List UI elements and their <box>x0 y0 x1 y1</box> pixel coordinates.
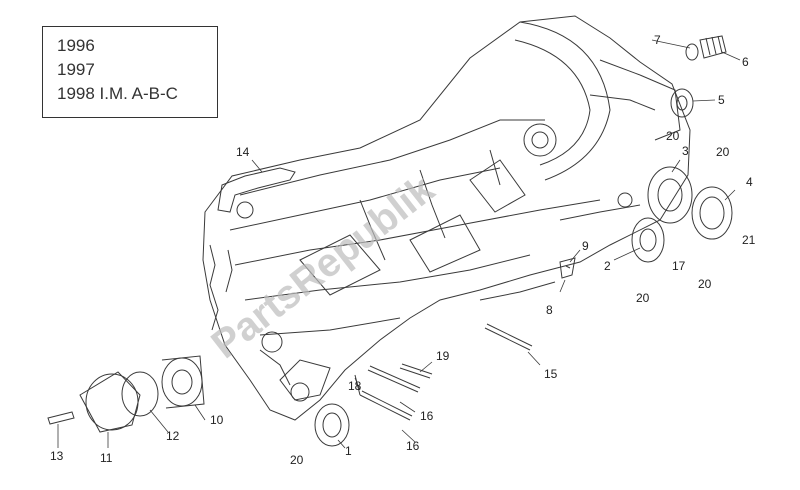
bearings-group <box>314 88 733 447</box>
filter-assembly <box>47 355 205 433</box>
callout-16-upper: 16 <box>420 409 434 423</box>
watermark-text: PartsRepublik <box>203 166 443 367</box>
callout-6: 6 <box>742 55 749 69</box>
callout-5: 5 <box>718 93 725 107</box>
gasket-14 <box>217 167 296 213</box>
callout-20-top: 20 <box>666 129 680 143</box>
callout-18: 18 <box>348 379 362 393</box>
callout-21: 21 <box>742 233 756 247</box>
year-1996: 1996 <box>57 36 95 55</box>
callout-12: 12 <box>166 429 180 443</box>
callout-14: 14 <box>236 145 250 159</box>
callout-20-mid: 20 <box>636 291 650 305</box>
callout-20-bottom: 20 <box>290 453 304 467</box>
callout-3: 3 <box>682 144 689 158</box>
callout-19: 19 <box>436 349 450 363</box>
crankcase-half <box>202 15 691 421</box>
callout-17: 17 <box>672 259 686 273</box>
callout-labels: 7 6 5 20 3 20 4 21 2 17 20 20 9 8 14 15 … <box>50 33 756 467</box>
leader-lines <box>57 39 741 449</box>
callout-11: 11 <box>100 451 113 465</box>
callout-10: 10 <box>210 413 224 427</box>
callout-20-far: 20 <box>698 277 712 291</box>
callout-8: 8 <box>546 303 553 317</box>
studs-group <box>354 257 576 421</box>
callout-20-right: 20 <box>716 145 730 159</box>
callout-16-lower: 16 <box>406 439 420 453</box>
callout-2: 2 <box>604 259 611 273</box>
callout-7: 7 <box>654 33 661 47</box>
callout-13: 13 <box>50 449 64 463</box>
year-1997: 1997 <box>57 60 95 79</box>
callout-9: 9 <box>582 239 589 253</box>
callout-4: 4 <box>746 175 753 189</box>
callout-15: 15 <box>544 367 558 381</box>
callout-1: 1 <box>345 444 352 458</box>
model-year-legend: 1996 1997 1998 I.M. A-B-C <box>42 26 218 118</box>
plug-and-washer <box>685 35 727 61</box>
year-1998: 1998 I.M. A-B-C <box>57 84 178 103</box>
